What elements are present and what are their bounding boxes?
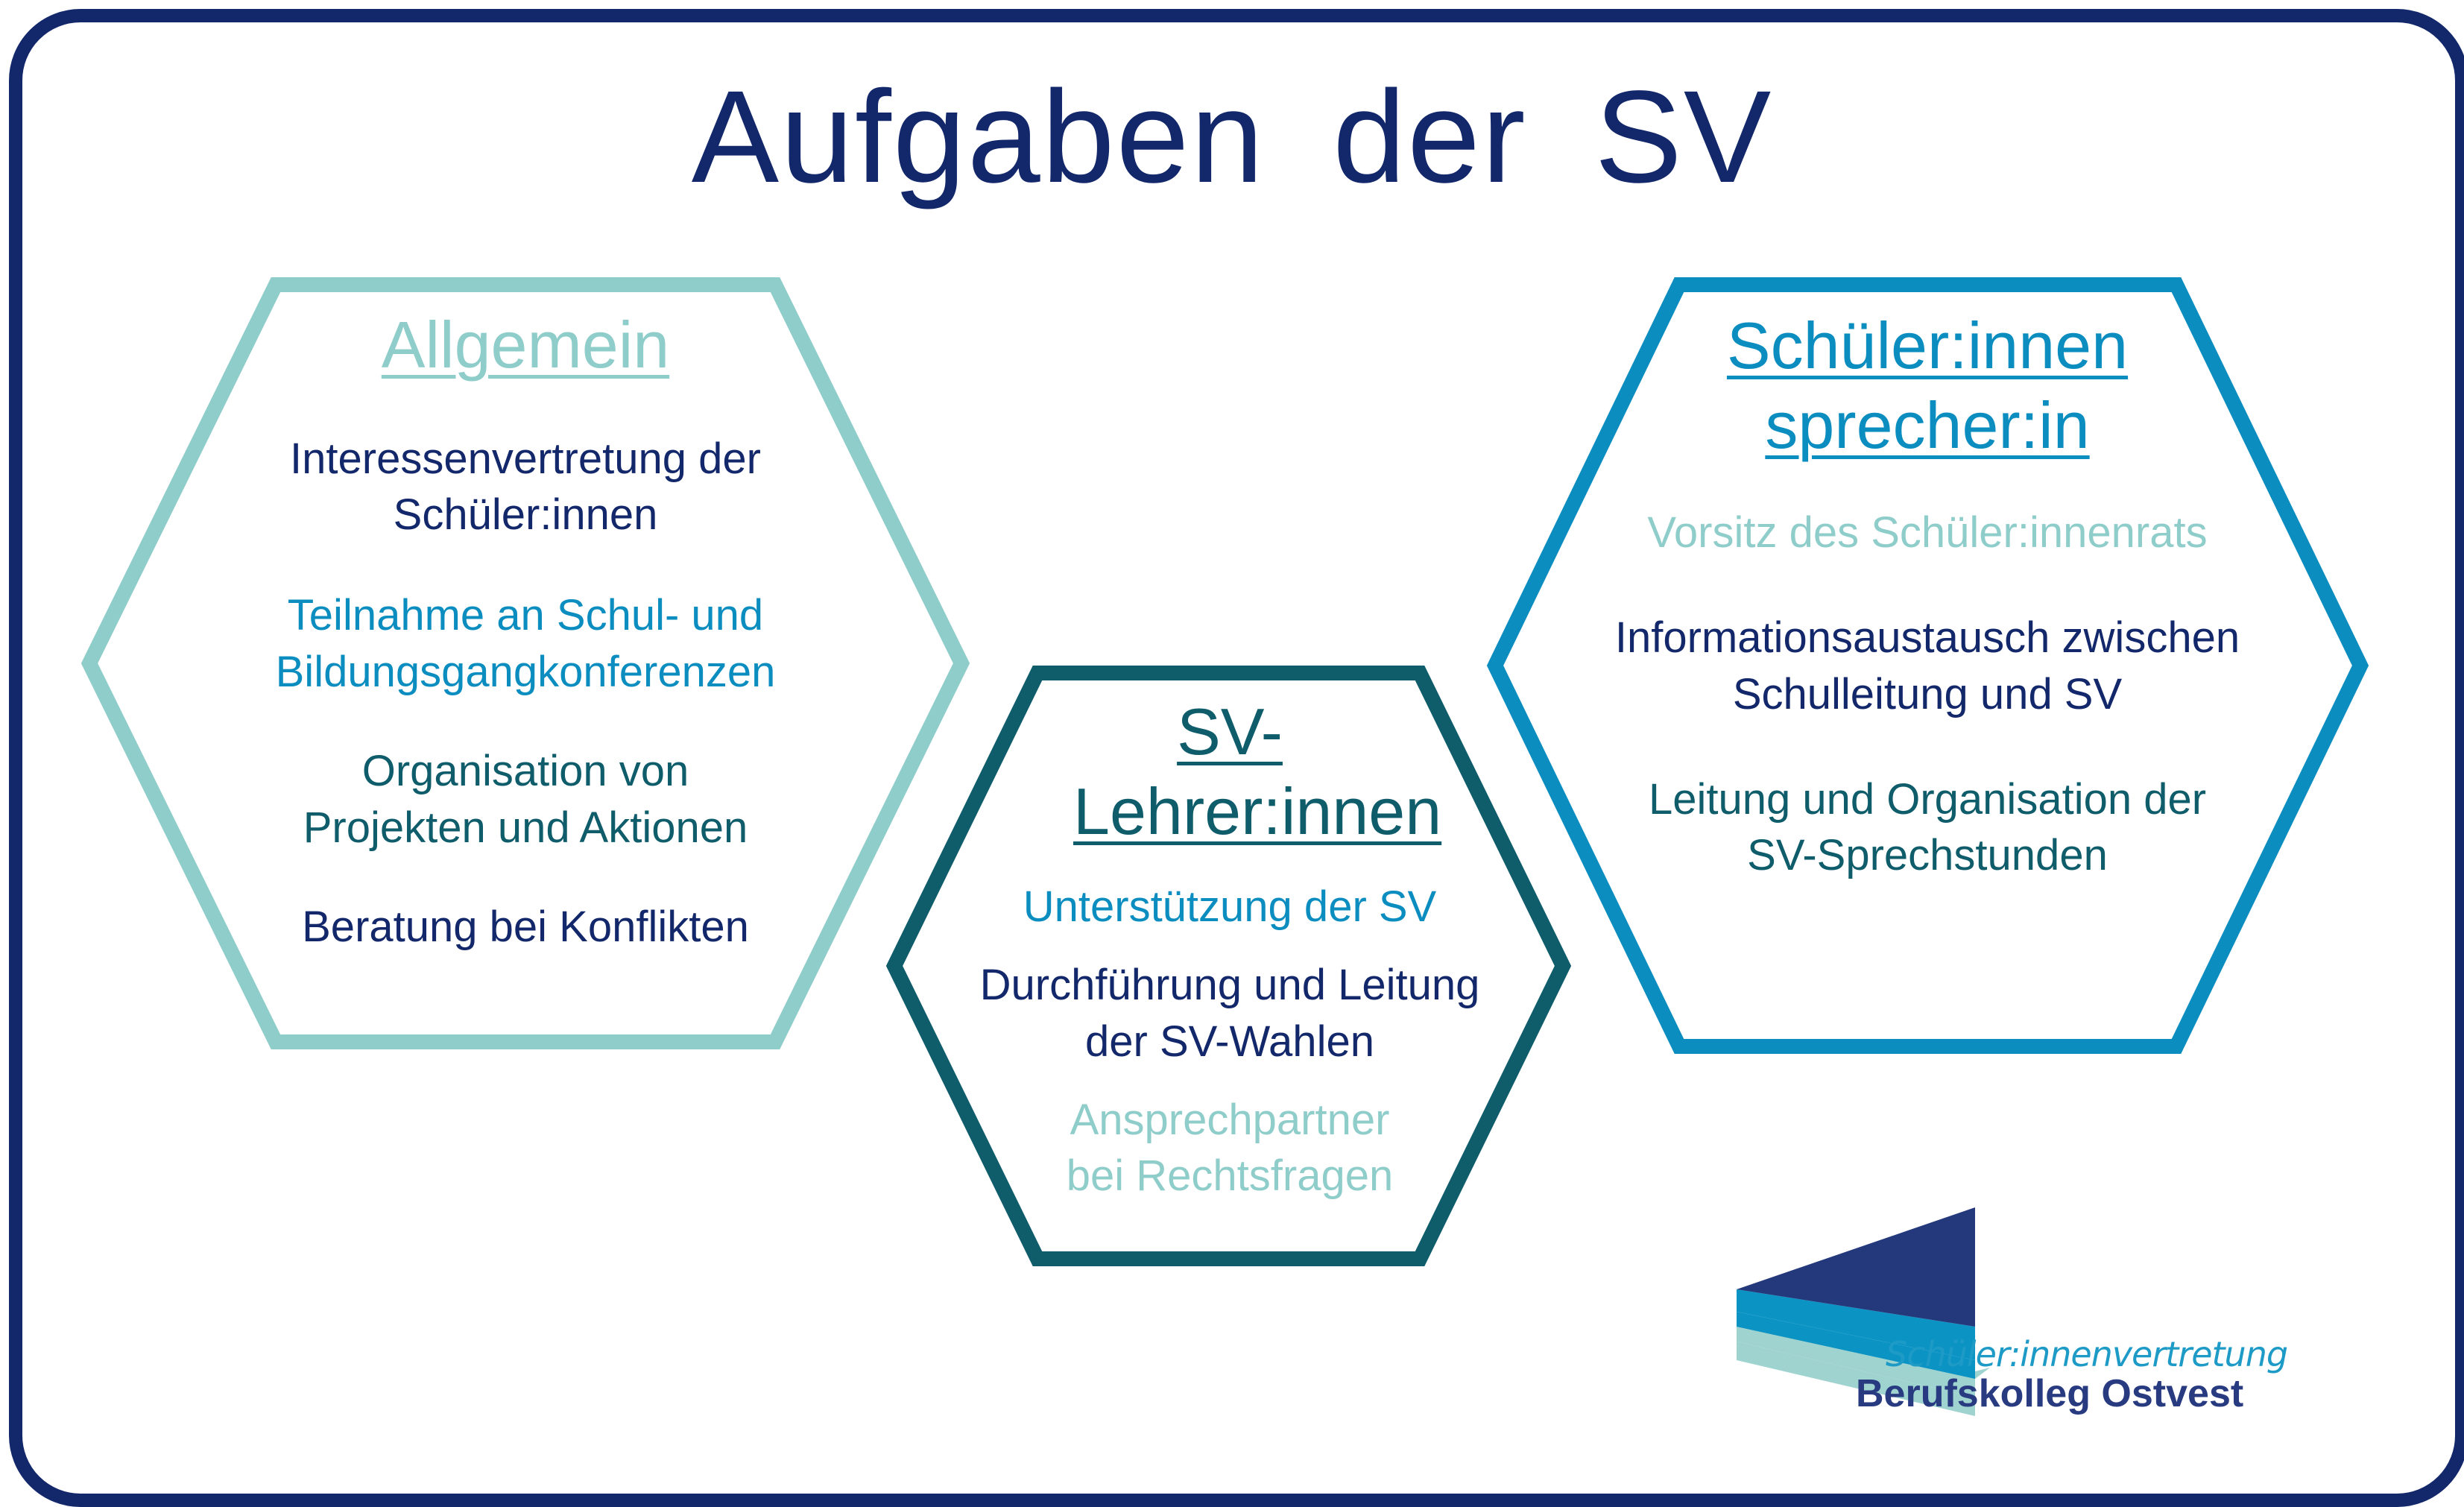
hexagon-sv-lehrer-content: SV-Lehrer:innen Unterstützung der SV Dur… (932, 692, 1528, 1204)
hexagon-schuelersprecher-content: Schüler:innen sprecher:in Vorsitz des Sc… (1592, 306, 2263, 884)
logo-wing-dark (1737, 1207, 1975, 1327)
hexagon-schuelersprecher-heading: Schüler:innen sprecher:in (1726, 309, 2129, 463)
hexagon-allgemein-heading: Allgemein (381, 308, 670, 382)
logo-wing-light (1737, 1342, 1975, 1416)
hexagon-allgemein-content: Allgemein Interessenvertretung der Schül… (224, 306, 827, 955)
hexagon-schuelersprecher (1486, 277, 2369, 1054)
allgemein-item: Interessenvertretung der Schüler:innen (290, 434, 761, 539)
sv-lehrer-item: Durchführung und Leitung der SV-Wahlen (979, 961, 1480, 1066)
hexagon-sv-lehrer-heading: SV-Lehrer:innen (1073, 695, 1442, 849)
school-logo-icon (1737, 1207, 1990, 1416)
schuelersprecher-item: Leitung und Organisation der SV-Sprechst… (1648, 774, 2207, 880)
sv-lehrer-item: Ansprechpartner bei Rechtsfragen (1066, 1095, 1394, 1201)
logo-wing-light-top (1737, 1327, 1990, 1397)
sv-lehrer-item: Unterstützung der SV (1023, 882, 1437, 931)
hexagon-allgemein (80, 277, 970, 1049)
allgemein-item: Teilnahme an Schul- und Bildungsgangkonf… (275, 591, 776, 696)
allgemein-item: Organisation von Projekten und Aktionen (303, 747, 748, 852)
schuelersprecher-item: Informationsaustausch zwischen Schulleit… (1614, 613, 2240, 718)
logo-tagline: Schüler:innenvertretung (1886, 1334, 2288, 1374)
schuelersprecher-item: Vorsitz des Schüler:innenrats (1647, 508, 2208, 557)
hexagon-sv-lehrer (885, 666, 1572, 1266)
logo-name: Berufskolleg Ostvest (1856, 1372, 2244, 1415)
logo-wing-mid-top (1737, 1289, 1975, 1360)
allgemein-item: Beratung bei Konflikten (302, 902, 749, 951)
page-title: Aufgaben der SV (691, 64, 1773, 210)
logo-wing-mid (1737, 1312, 1975, 1379)
